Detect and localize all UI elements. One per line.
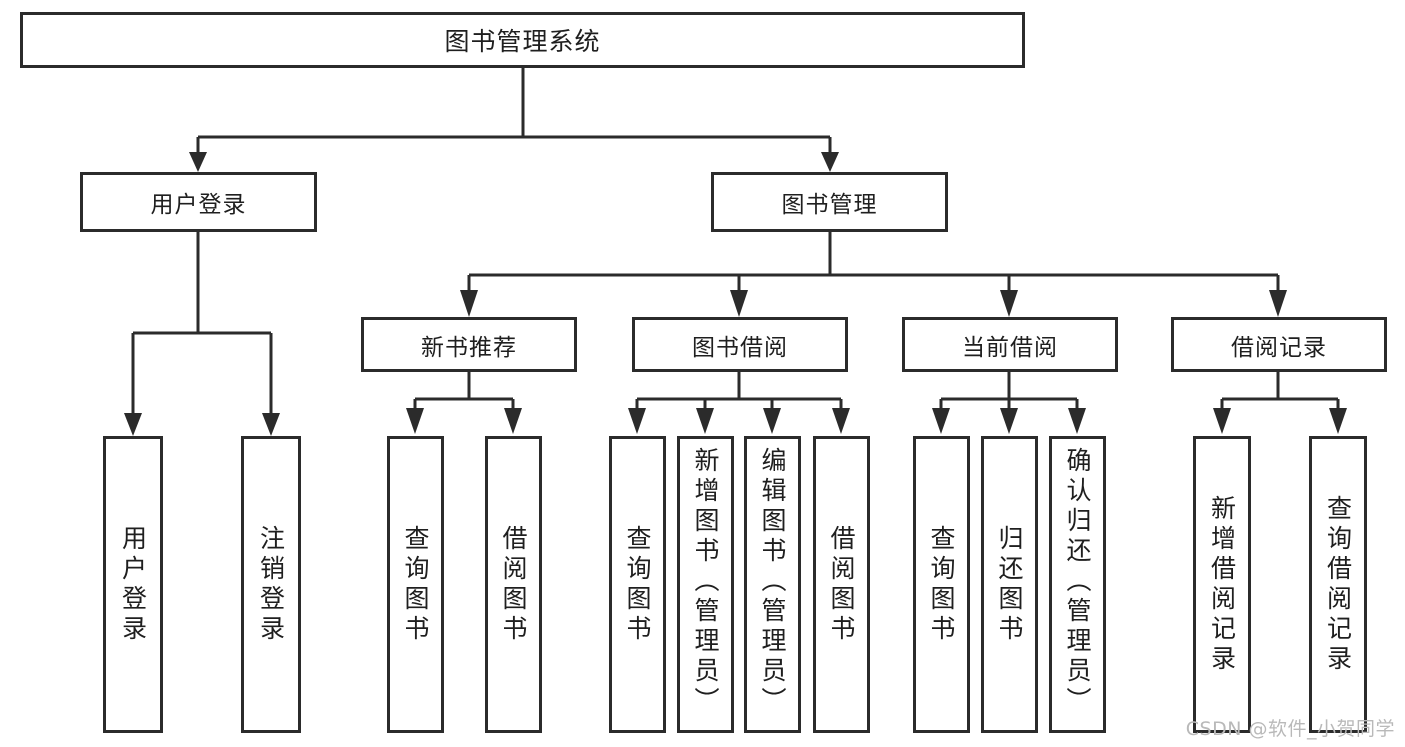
node-leaf-return-book-label: 归还图书 (995, 524, 1024, 645)
node-current-borrow-label: 当前借阅 (962, 334, 1058, 361)
node-leaf-query-book-1-label: 查询图书 (401, 524, 430, 645)
node-current-borrow[interactable]: 当前借阅 (902, 317, 1118, 372)
node-leaf-user-logout-label: 注销登录 (256, 524, 286, 645)
node-leaf-add-book-label: 新增图书（管理员） (691, 447, 720, 717)
connector-currentborrow-to-leaves (932, 372, 1086, 434)
node-new-book-rec[interactable]: 新书推荐 (361, 317, 577, 372)
node-user-login[interactable]: 用户登录 (80, 172, 317, 232)
node-leaf-borrow-book-2-label: 借阅图书 (827, 524, 856, 645)
connector-newbook-to-leaves (406, 372, 522, 434)
node-leaf-edit-book[interactable]: 编辑图书（管理员） (744, 436, 801, 733)
node-leaf-confirm-return-label: 确认归还（管理员） (1063, 447, 1092, 717)
node-leaf-user-login-label: 用户登录 (118, 524, 148, 645)
node-root-label: 图书管理系统 (444, 27, 601, 56)
connector-bookmanage-to-level3 (460, 232, 1287, 317)
node-book-manage[interactable]: 图书管理 (711, 172, 948, 232)
node-leaf-query-book-3[interactable]: 查询图书 (913, 436, 970, 733)
node-leaf-confirm-return[interactable]: 确认归还（管理员） (1049, 436, 1106, 733)
node-leaf-query-record[interactable]: 查询借阅记录 (1309, 436, 1367, 733)
node-leaf-edit-book-label: 编辑图书（管理员） (758, 447, 787, 717)
csdn-watermark: CSDN @软件_小贺同学 (1185, 718, 1395, 740)
node-leaf-add-book[interactable]: 新增图书（管理员） (677, 436, 734, 733)
connector-bookborrow-to-leaves (628, 372, 850, 434)
node-leaf-query-book-2-label: 查询图书 (623, 524, 652, 645)
node-leaf-query-record-label: 查询借阅记录 (1323, 494, 1353, 675)
node-leaf-query-book-2[interactable]: 查询图书 (609, 436, 666, 733)
node-leaf-borrow-book-2[interactable]: 借阅图书 (813, 436, 870, 733)
node-root[interactable]: 图书管理系统 (20, 12, 1025, 68)
node-new-book-rec-label: 新书推荐 (421, 334, 517, 361)
node-borrow-record-label: 借阅记录 (1231, 334, 1327, 361)
node-leaf-return-book[interactable]: 归还图书 (981, 436, 1038, 733)
node-leaf-borrow-book-1[interactable]: 借阅图书 (485, 436, 542, 733)
node-user-login-label: 用户登录 (150, 192, 247, 218)
node-book-borrow-label: 图书借阅 (692, 334, 788, 361)
node-leaf-add-record[interactable]: 新增借阅记录 (1193, 436, 1251, 733)
connector-borrowrecord-to-leaves (1213, 372, 1347, 434)
node-leaf-user-login[interactable]: 用户登录 (103, 436, 163, 733)
connector-userlogin-to-leaves (124, 232, 280, 436)
node-leaf-user-logout[interactable]: 注销登录 (241, 436, 301, 733)
connector-root-to-level2 (189, 68, 839, 172)
node-leaf-query-book-3-label: 查询图书 (927, 524, 956, 645)
node-book-manage-label: 图书管理 (781, 192, 878, 218)
node-book-borrow[interactable]: 图书借阅 (632, 317, 848, 372)
node-leaf-borrow-book-1-label: 借阅图书 (499, 524, 528, 645)
node-borrow-record[interactable]: 借阅记录 (1171, 317, 1387, 372)
node-leaf-add-record-label: 新增借阅记录 (1207, 494, 1237, 675)
node-leaf-query-book-1[interactable]: 查询图书 (387, 436, 444, 733)
